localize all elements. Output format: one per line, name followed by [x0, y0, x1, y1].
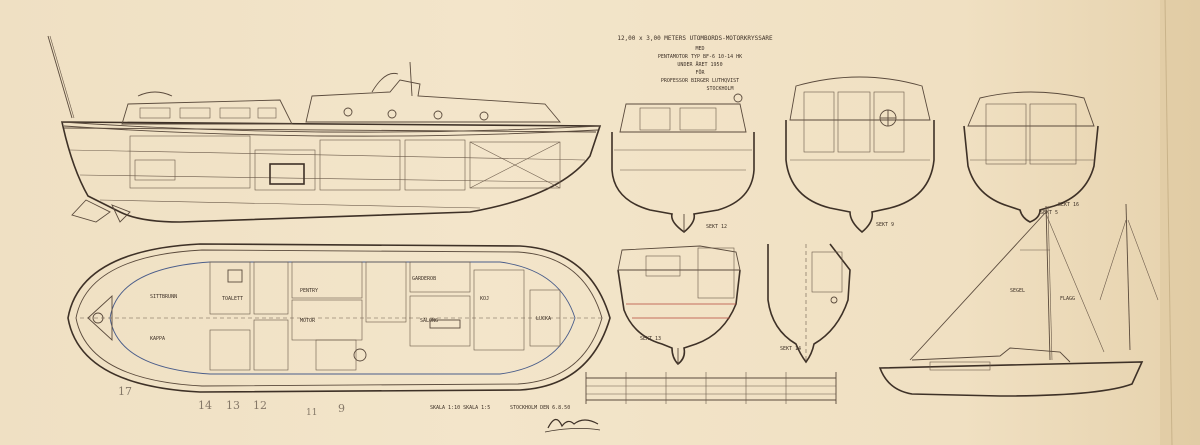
label-sittbrunn: SITTBRUNN [150, 294, 177, 300]
pencil-number-11: 11 [306, 408, 317, 418]
section-12-drawing: SEKT 12 [611, 93, 755, 234]
section-label-13: SEKT 13 [640, 336, 661, 342]
section-9-drawing: SEKT 9 [785, 76, 935, 234]
label-toalett: TOALETT [222, 296, 243, 302]
section-label-12: SEKT 12 [706, 224, 727, 230]
title-line3: PENTAMOTOR TYP BF-6 10-14 HK [658, 54, 742, 60]
title-line6: PROFESSOR BIRGER LUTHQVIST [661, 78, 739, 84]
section-5-drawing: SEKT 5 [963, 91, 1099, 223]
title-line1: 12,00 x 3,00 METERS UTOMBORDS-MOTORKRYSS… [617, 35, 773, 42]
label-koj: KOJ [480, 296, 489, 302]
pencil-number-13: 13 [226, 399, 240, 412]
label-lucka: LUCKA [536, 316, 551, 322]
title-line5: FÖR [695, 69, 705, 76]
section-label-9: SEKT 9 [876, 222, 894, 228]
title-line2: MED [695, 46, 704, 52]
pencil-number-14: 14 [198, 399, 212, 412]
scale-note: SKALA 1:10 SKALA 1:5 [430, 405, 490, 411]
title-line4: UNDER ÅRET 1950 [677, 61, 722, 68]
plan-view: SITTBRUNN PENTRY TOALETT SALONG GARDEROB… [67, 243, 611, 393]
rig-elevation: SEGEL FLAGG [878, 205, 1144, 397]
label-garderob: GARDEROB [412, 276, 436, 282]
rig-label-flagg: FLAGG [1060, 296, 1075, 302]
label-salong: SALONG [420, 318, 438, 324]
section-label-14: SEKT 14 [780, 346, 801, 352]
pencil-number-12: 12 [253, 399, 267, 412]
title-block: 12,00 x 3,00 METERS UTOMBORDS-MOTORKRYSS… [617, 35, 773, 92]
date-note: STOCKHOLM DEN 6.8.50 [510, 405, 570, 411]
title-line7: STOCKHOLM [706, 86, 733, 92]
pencil-number-9: 9 [338, 402, 345, 415]
side-elevation [47, 35, 602, 223]
section-14-drawing: SEKT 14 [767, 243, 851, 364]
label-pentry: PENTRY [300, 288, 318, 294]
pencil-number-17: 17 [118, 385, 132, 398]
scale-bar [585, 372, 837, 404]
mast-detail: SEKT 16 [1058, 202, 1159, 351]
rig-label-segel: SEGEL [1010, 288, 1025, 294]
section-label-16: SEKT 16 [1058, 202, 1079, 208]
section-13-drawing: SEKT 13 [617, 245, 741, 366]
label-motor: MOTOR [300, 318, 316, 324]
section-label-5: SEKT 5 [1040, 210, 1058, 216]
signature-flourish [544, 418, 601, 433]
label-kappa: KAPPA [150, 336, 165, 342]
